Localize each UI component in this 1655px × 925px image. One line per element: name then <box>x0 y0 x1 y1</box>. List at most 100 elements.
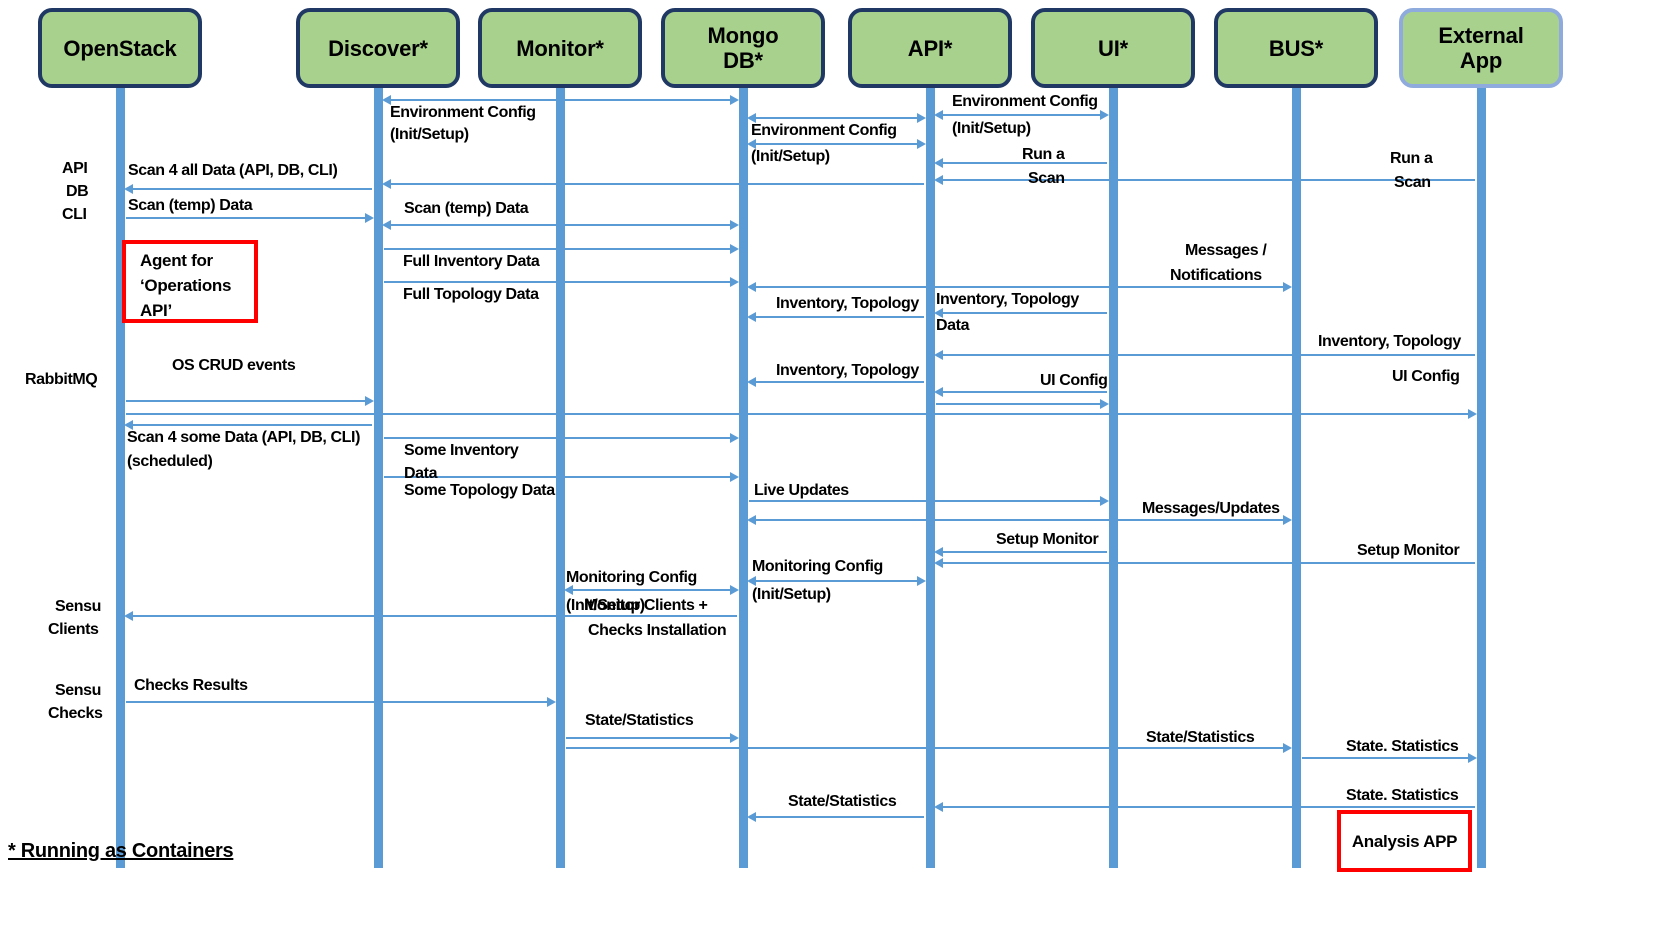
arrow-label: Scan (temp) Data <box>404 200 529 217</box>
arrowhead-left-api <box>934 158 943 168</box>
actor-api: API* <box>848 8 1012 88</box>
arrowhead-left-api <box>934 802 943 812</box>
arrowhead-right-mongodb <box>730 277 739 287</box>
arrow-label: DB <box>66 183 89 200</box>
highlight-box-text: API’ <box>140 301 172 320</box>
arrowhead-right-external <box>1468 753 1477 763</box>
arrow-label: Messages/Updates <box>1142 500 1280 517</box>
arrow-label: Clients <box>48 621 99 638</box>
arrow-openstack-mongodb <box>126 615 737 617</box>
arrowhead-left-api <box>934 308 943 318</box>
arrowhead-right-mongodb <box>730 433 739 443</box>
arrow-openstack-discover <box>126 424 372 426</box>
arrow-label: (Init/Setup) <box>752 586 831 603</box>
arrowhead-right-mongodb <box>730 95 739 105</box>
arrowhead-left-mongodb <box>747 812 756 822</box>
arrow-mongodb-api <box>749 580 924 582</box>
arrowhead-left-api <box>934 110 943 120</box>
arrow-api-ui <box>936 114 1107 116</box>
lifeline-external <box>1477 88 1486 868</box>
arrowhead-right-external <box>1468 409 1477 419</box>
actor-bus: BUS* <box>1214 8 1378 88</box>
arrowhead-right-discover <box>365 213 374 223</box>
arrow-label: Run a <box>1022 146 1065 163</box>
arrow-openstack-external <box>126 413 1475 415</box>
arrow-label: Monitoring Config <box>752 558 883 575</box>
arrow-label: Some Topology Data <box>404 482 555 499</box>
arrowhead-left-mongodb <box>747 515 756 525</box>
highlight-box-analysis-app: Analysis APP <box>1337 810 1472 872</box>
arrow-discover-api <box>384 183 924 185</box>
arrow-label: Sensu <box>55 598 102 615</box>
arrow-label: OS CRUD events <box>172 357 296 374</box>
lifeline-bus <box>1292 88 1301 868</box>
arrowhead-right-ui <box>1100 496 1109 506</box>
arrow-label: Some Inventory <box>404 442 519 459</box>
actor-openstack: OpenStack <box>38 8 202 88</box>
arrow-api-ui <box>936 162 1107 164</box>
arrow-label: Monitoring Config <box>566 569 697 586</box>
arrowhead-right-bus <box>1283 743 1292 753</box>
arrowhead-left-openstack <box>124 611 133 621</box>
arrow-mongodb-api <box>749 143 924 145</box>
arrow-label: State/Statistics <box>788 793 897 810</box>
lifeline-discover <box>374 88 383 868</box>
arrowhead-left-monitor <box>564 585 573 595</box>
arrow-mongodb-api <box>749 816 924 818</box>
arrow-label: (Init/Setup) <box>390 126 469 143</box>
arrow-label: Scan (temp) Data <box>128 197 253 214</box>
arrow-api-ui <box>936 391 1107 393</box>
arrowhead-left-mongodb <box>747 139 756 149</box>
arrow-label: Scan <box>1028 170 1065 187</box>
arrow-label: Scan 4 all Data (API, DB, CLI) <box>128 162 338 179</box>
actor-external: External App <box>1399 8 1563 88</box>
arrow-api-external <box>936 179 1475 181</box>
arrow-api-external <box>936 562 1475 564</box>
lifeline-openstack <box>116 88 125 868</box>
arrow-label: API <box>62 160 88 177</box>
arrowhead-left-openstack <box>124 420 133 430</box>
arrow-label: (Init/Setup) <box>751 148 830 165</box>
arrowhead-left-mongodb <box>747 312 756 322</box>
arrow-label: Inventory, Topology <box>1318 333 1461 350</box>
arrow-label: State/Statistics <box>1146 729 1255 746</box>
arrow-openstack-discover <box>126 217 372 219</box>
arrow-label: Setup Monitor <box>996 531 1099 548</box>
arrow-label: Full Topology Data <box>403 286 539 303</box>
arrow-openstack-discover <box>126 400 372 402</box>
lifeline-api <box>926 88 935 868</box>
actor-discover: Discover* <box>296 8 460 88</box>
arrowhead-left-discover <box>382 179 391 189</box>
arrowhead-left-mongodb <box>747 113 756 123</box>
arrowhead-right-bus <box>1283 515 1292 525</box>
arrow-label: CLI <box>62 206 87 223</box>
arrow-label: RabbitMQ <box>25 371 98 388</box>
lifeline-ui <box>1109 88 1118 868</box>
lifeline-mongodb <box>739 88 748 868</box>
arrow-openstack-monitor <box>126 701 554 703</box>
arrow-api-external <box>936 806 1475 808</box>
arrow-label: Full Inventory Data <box>403 253 540 270</box>
arrow-label: State. Statistics <box>1346 738 1459 755</box>
arrow-mongodb-api <box>749 316 924 318</box>
arrow-label: Checks Results <box>134 677 248 694</box>
footnote-running-as-containers: * Running as Containers <box>8 840 234 862</box>
highlight-box-text: ‘Operations <box>140 276 232 295</box>
arrow-api-ui <box>936 403 1107 405</box>
arrow-label: Data <box>404 465 438 482</box>
arrowhead-right-api <box>917 113 926 123</box>
arrow-label: Messages / <box>1185 242 1267 259</box>
arrow-label: (Init/Setup) <box>566 597 645 614</box>
arrow-mongodb-api <box>749 117 924 119</box>
arrow-api-ui <box>936 551 1107 553</box>
arrow-mongodb-bus <box>749 286 1290 288</box>
arrowhead-left-mongodb <box>747 377 756 387</box>
arrow-label: (scheduled) <box>127 453 213 470</box>
arrowhead-right-api <box>917 576 926 586</box>
arrowhead-right-discover <box>365 396 374 406</box>
arrow-label: UI Config <box>1392 368 1460 385</box>
arrowhead-left-api <box>934 547 943 557</box>
arrow-monitor-mongodb <box>566 589 737 591</box>
